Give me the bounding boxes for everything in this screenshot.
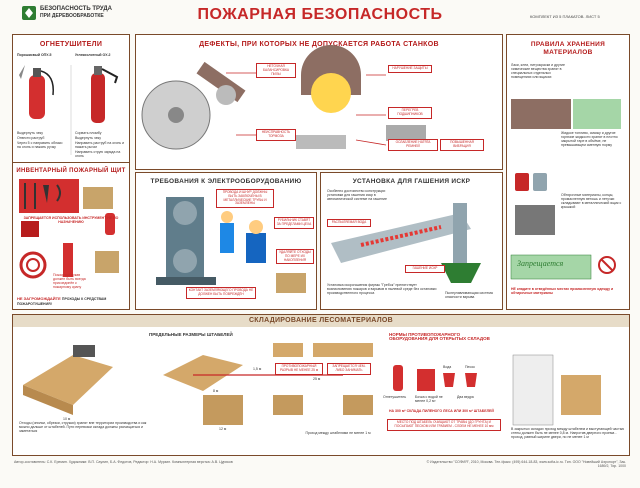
lumber-illustration [23, 343, 601, 426]
spark-bottom-note: Установка искрогашения фирмы "Гребок" пр… [327, 283, 437, 295]
extinguisher-right-step-3: Направить раструб на огонь и нажать рыча… [75, 141, 125, 149]
storage-text2: Жидкое топливо, смазку и другие горючие … [561, 131, 618, 147]
lumber-dim-8m: 8 м [213, 389, 219, 393]
lumber-norms-title: НОРМЫ ПРОТИВОПОЖАРНОГО ОБОРУДОВАНИЯ ДЛЯ … [389, 332, 490, 341]
storage-text1: Лаки, клеи, нитрокраски и другие химичес… [511, 63, 565, 79]
electrical-callout1: ПРОВОДА И ШНУР ДОЛЖНЫ БЫТЬ ЗАКЛЮЧЕНЫ В М… [216, 189, 274, 209]
extinguisher-right-step-4: Направить струю заряда на огонь [75, 150, 121, 158]
lumber-norm-bottom: МЕСТО ПОД ШТАБЕЛЬ ОЧИЩАЮТ ОТ ТРАВЫ (ДО Г… [387, 419, 501, 431]
storage-forbid-label: Запрещается [517, 259, 564, 268]
lumber-bottom-caption: Проход между штабелями не менее 1 м [305, 431, 371, 435]
electrical-callout4: УДАЛЯЙТЕ ОТХОДЫ ПО МЕРЕ ИХ НАКОПЛЕНИЯ [276, 249, 314, 265]
electrical-callout2: РУБИЛЬНИК СТАВЯТ ЗА ПРЕДЕЛАМИ ЦЕХА [274, 217, 314, 229]
electrical-callout3: КОНТАКТ ЗАЗЕМЛЯЮЩЕГО ПРОВОДА НЕ ДОЛЖЕН Б… [186, 287, 256, 299]
spark-panel: УСТАНОВКА ДЛЯ ГАШЕНИЯ ИСКР Особенно дост… [320, 172, 503, 310]
footer-authors: Автор-составитель: С.К. Еремин. Художник… [14, 460, 233, 464]
extinguisher-right-step-1: Сорвать пломбу [75, 131, 102, 135]
fire-board-illustration [19, 179, 119, 279]
defects-panel: ДЕФЕКТЫ, ПРИ КОТОРЫХ НЕ ДОПУСКАЕТСЯ РАБО… [135, 34, 503, 170]
extinguisher-right-step-2: Выдернуть чеку [75, 136, 101, 140]
extinguisher-left-step-3: Через 5 с направить облако на огонь и на… [17, 141, 63, 149]
no-block-bold: НЕ ЗАГРОМОЖДАЙТЕ [17, 296, 61, 301]
storage-text3: Обтирочные материалы, концы, промасленну… [561, 193, 622, 209]
storage-panel: ПРАВИЛА ХРАНЕНИЯ МАТЕРИАЛОВ Лаки, клеи, … [506, 34, 630, 310]
electrical-title: ТРЕБОВАНИЯ К ЭЛЕКТРООБОРУДОВАНИЮ [150, 178, 302, 185]
defect-callout-6: ПОВЫШЕННАЯ ВИБРАЦИЯ [440, 139, 484, 151]
lumber-norm-item-3: Два ведра [457, 395, 474, 399]
defect-callout-1: НЕТОЧНАЯ БАЛАНСИРОВКА ПИЛЫ [256, 63, 296, 79]
lumber-left-note: Отходы (опилки, обрезки, стружки) хранят… [19, 421, 147, 433]
storage-title: ПРАВИЛА ХРАНЕНИЯ МАТЕРИАЛОВ [530, 41, 606, 56]
spark-label2: РАСПЫЛЯЕМАЯ ВОДА [327, 219, 371, 227]
lumber-norm-item-5: Песок [465, 365, 475, 369]
extinguishers-title: ОГНЕТУШИТЕЛИ [39, 41, 103, 48]
fire-board-note1: ЗАПРЕЩАЕТСЯ ИСПОЛЬЗОВАТЬ ИНСТРУМЕНТ НЕ П… [23, 216, 119, 224]
lumber-norm-item-1: Огнетушитель [383, 395, 407, 399]
extinguisher-left-step-2: Отвести раструб [17, 136, 45, 140]
extinguisher-left-step-1: Выдернуть чеку [17, 131, 43, 135]
spark-illustration [331, 203, 481, 283]
footer-publisher: © Издательство "СОФИЯ", 2010, Москва. Те… [426, 460, 626, 468]
org-line2: ПРИ ДЕРЕВООБРАБОТКЕ [40, 13, 104, 19]
fire-board-note2: Пожарный рукав должен быть всегда присое… [53, 273, 86, 289]
storage-forbid-note: НЕ кладите в отведённых местах промаслен… [511, 287, 614, 295]
spark-right-note: Пылеулавливающая система опасности взрыв… [445, 291, 493, 299]
lumber-norm-item-2: Бочка с водой не менее 0,2 м³ [415, 395, 443, 403]
defect-callout-2: НЕИСПРАВНОСТЬ ТОРМОЗА [256, 129, 296, 141]
kit-note: КОМПЛЕКТ ИЗ 5 ПЛАКАТОВ. ЛИСТ 5 [530, 14, 600, 19]
lumber-norm-area: НА 300 м² СКЛАДА ПИЛЕНОГО ЛЕСА ИЛИ 300 м… [389, 409, 494, 413]
extinguisher-left-name: Порошковый ОПУ-5 [17, 53, 52, 57]
electrical-panel: ТРЕБОВАНИЯ К ЭЛЕКТРООБОРУДОВАНИЮ ПРОВОДА… [135, 172, 317, 310]
header: БЕЗОПАСНОСТЬ ТРУДА ПРИ ДЕРЕВООБРАБОТКЕ П… [0, 0, 640, 30]
org-line1: БЕЗОПАСНОСТЬ ТРУДА [40, 6, 112, 12]
org-logo-icon [22, 6, 36, 20]
lumber-dim-25m: 25 м [313, 377, 321, 381]
no-block-rest: ПРОХОДЫ К СРЕДСТВАМ ПОЖАРОТУШЕНИЯ! [17, 297, 107, 306]
lumber-stack-title: ПРЕДЕЛЬНЫЕ РАЗМЕРЫ ШТАБЕЛЕЙ [149, 332, 233, 337]
extinguishers-illustration [19, 65, 119, 155]
defect-callout-3: НАРУШЕНИЕ ЗАЩИТЫ [388, 65, 432, 73]
lumber-dim-height: 1,5 м [253, 367, 262, 371]
defects-title: ДЕФЕКТЫ, ПРИ КОТОРЫХ НЕ ДОПУСКАЕТСЯ РАБО… [199, 41, 439, 48]
extinguisher-right-name: Углекислотный ОУ-2 [75, 53, 111, 57]
storage-illustration [510, 99, 621, 280]
lumber-dim-12m: 12 м [219, 427, 227, 431]
lumber-dim-10m: 10 м [63, 417, 71, 421]
lumber-gap-label: ПРОТИВОПОЖАРНЫЙ РАЗРЫВ НЕ МЕНЕЕ 25 м [275, 363, 323, 375]
defect-callout-5: ОСЛАБЛЕНИЕ НАТЯГА РЕМНЕЙ [388, 139, 438, 151]
spark-label1: Особенно достоинство конструкции установ… [327, 189, 387, 201]
defect-callout-4: ПЕРЕГРЕВ ПОДШИПНИКОВ [388, 107, 432, 119]
spark-label3: ГАШЕНИЕ ИСКР [405, 265, 445, 273]
defects-illustration [141, 45, 426, 150]
lumber-norm-item-4: Вода [443, 365, 452, 369]
lumber-panel: СКЛАДИРОВАНИЕ ЛЕСОМАТЕРИАЛОВ ПРЕДЕЛЬНЫЕ … [12, 314, 630, 456]
no-block-banner: НЕ ЗАГРОМОЖДАЙТЕ ПРОХОДЫ К СРЕДСТВАМ ПОЖ… [17, 296, 125, 306]
lumber-title: СКЛАДИРОВАНИЕ ЛЕСОМАТЕРИАЛОВ [13, 315, 629, 327]
spark-title: УСТАНОВКА ДЛЯ ГАШЕНИЯ ИСКР [352, 178, 471, 185]
lumber-right-note: В закрытых складах проход между штабелем… [511, 427, 625, 439]
electrical-illustration [156, 197, 306, 293]
extinguishers-panel: ОГНЕТУШИТЕЛИ Порошковый ОПУ-5 Углекислот… [12, 34, 130, 170]
page-title: ПОЖАРНАЯ БЕЗОПАСНОСТЬ [197, 6, 443, 23]
fire-board-panel: ИНВЕНТАРНЫЙ ПОЖАРНЫЙ ЩИТ ЗАПРЕЩАЕТСЯ ИСП… [12, 162, 130, 310]
lumber-prohibit-label: ЗАПРЕЩАЕТСЯ ЧЕМ-ЛИБО ЗАНИМАТЬ [327, 363, 371, 375]
fire-board-title: ИНВЕНТАРНЫЙ ПОЖАРНЫЙ ЩИТ [16, 168, 126, 174]
